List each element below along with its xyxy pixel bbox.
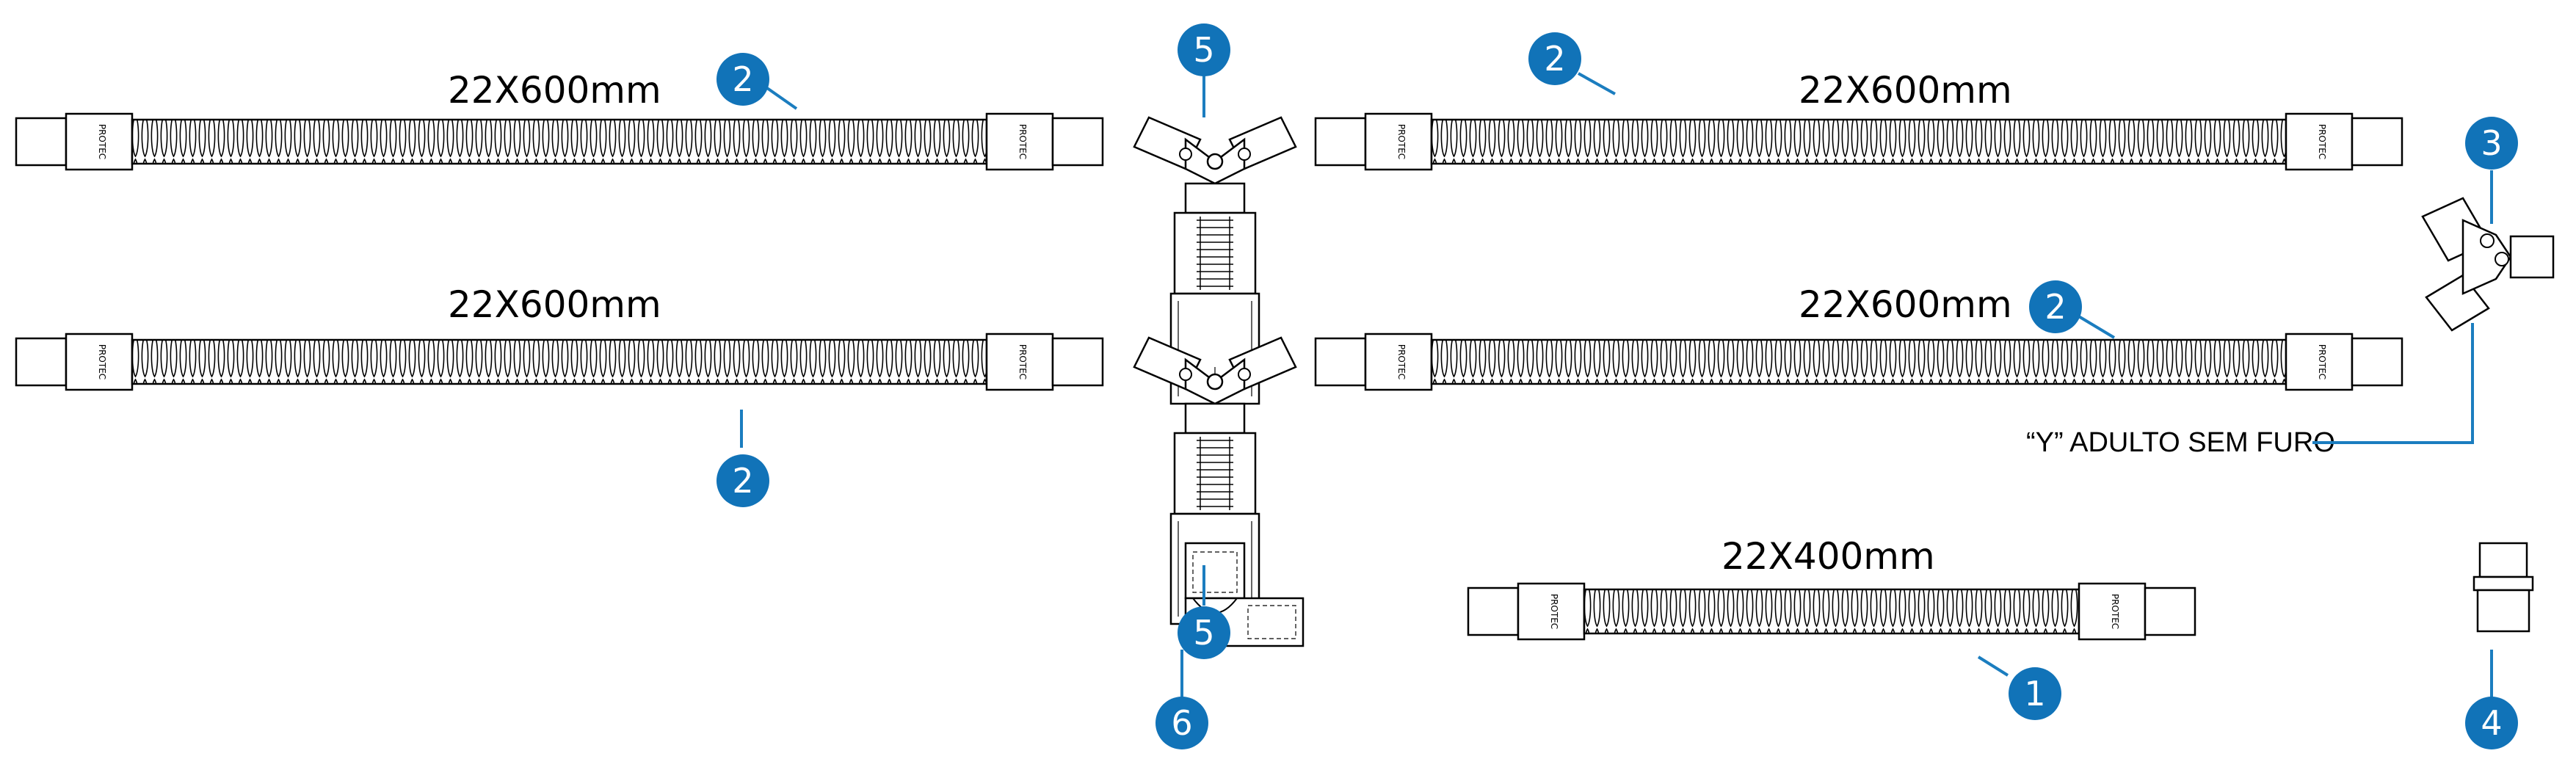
arrow-1 (1977, 655, 2009, 677)
label-tube-mid-right: 22X600mm (1799, 283, 2012, 326)
svg-text:3: 3 (2481, 123, 2502, 163)
callout-2b: 2 (1528, 32, 1581, 85)
callout-2d: 2 (2029, 280, 2082, 333)
arrow-2b (1578, 72, 1616, 95)
label-y-connector: “Y” ADULTO SEM FURO (2026, 427, 2335, 458)
callout-1: 1 (2009, 667, 2061, 720)
y-label-leader (2312, 323, 2474, 444)
label-tube-short: 22X400mm (1721, 535, 1935, 578)
svg-text:5: 5 (1193, 30, 1214, 70)
svg-text:2: 2 (1544, 39, 1565, 79)
callout-3: 3 (2465, 117, 2518, 170)
label-tube-mid-left: 22X600mm (448, 283, 661, 326)
hose-mid-left (15, 333, 1104, 391)
svg-text:2: 2 (2045, 287, 2066, 327)
callout-2a: 2 (716, 53, 769, 106)
callout-2c: 2 (716, 454, 769, 507)
arrow-2a (766, 87, 798, 110)
svg-text:2: 2 (732, 461, 753, 501)
straight-adapter (2472, 542, 2534, 633)
svg-text:4: 4 (2481, 703, 2502, 743)
arrow-2d (2076, 314, 2116, 339)
svg-text:2: 2 (732, 59, 753, 99)
hose-top-right (1314, 112, 2403, 171)
label-tube-top-right: 22X600mm (1799, 69, 2012, 112)
svg-text:6: 6 (1171, 703, 1192, 743)
svg-text:1: 1 (2024, 674, 2045, 713)
y-connector (2421, 197, 2555, 332)
hose-top-left (15, 112, 1104, 171)
label-tube-top-left: 22X600mm (448, 69, 661, 112)
callout-5a: 5 (1178, 23, 1230, 76)
callout-6: 6 (1155, 697, 1208, 749)
callout-5b: 5 (1178, 606, 1230, 659)
callout-4: 4 (2465, 697, 2518, 749)
hose-mid-right (1314, 333, 2403, 391)
svg-text:5: 5 (1193, 613, 1214, 653)
hose-short (1467, 582, 2196, 641)
